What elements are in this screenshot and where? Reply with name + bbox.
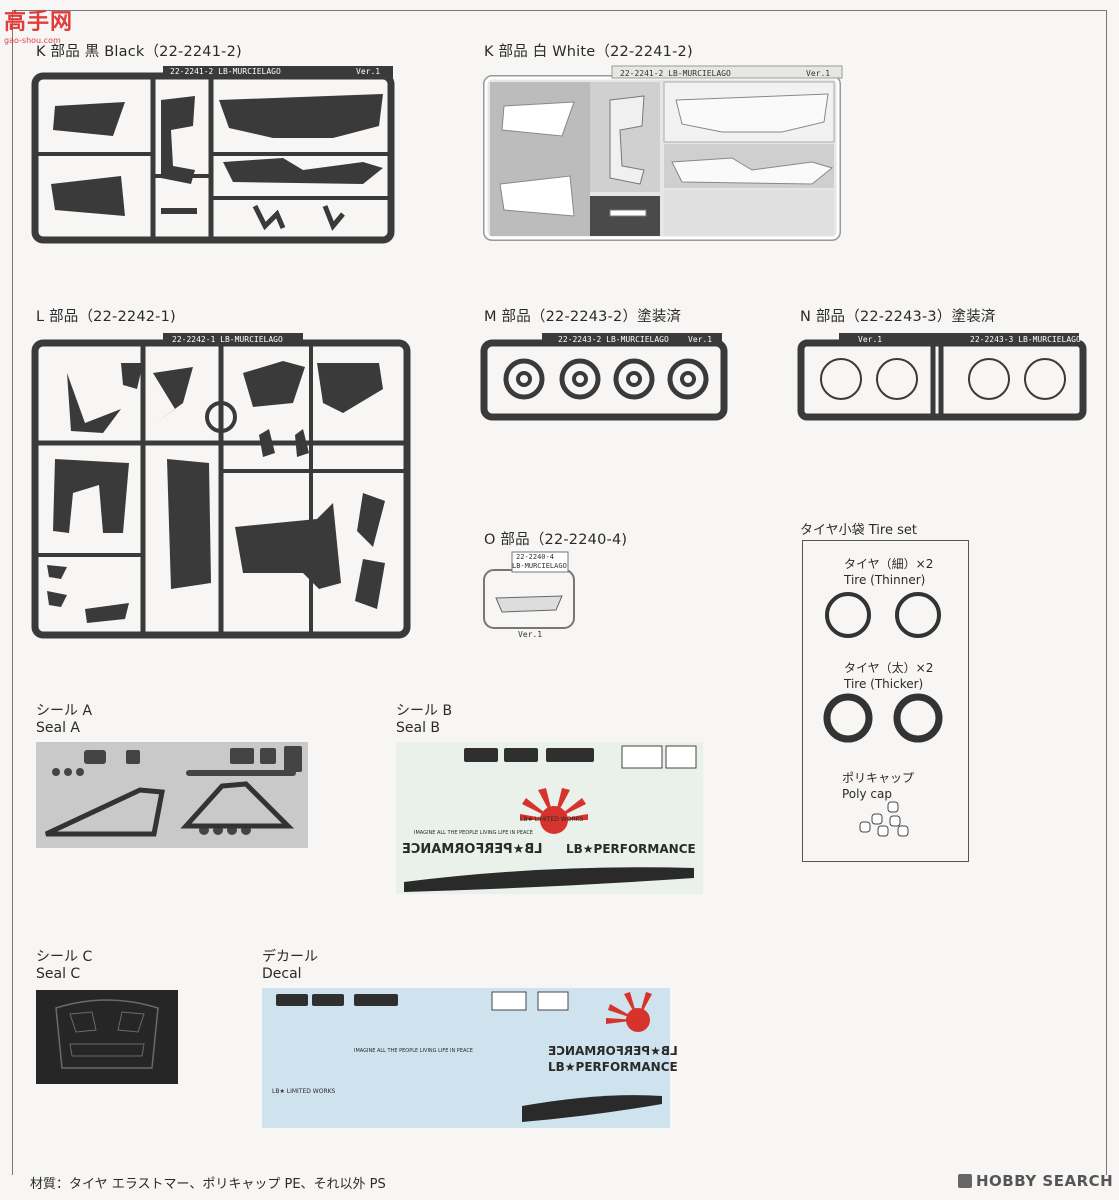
k-white-title: K 部品 白 White（22-2241-2) [484,44,693,60]
watermark-logo-text: 高手网 [4,10,74,35]
o-ver: Ver.1 [518,630,543,639]
decal-perf: LB★PERFORMANCE [548,1060,678,1074]
seal-b-perf-mirror: LB★PERFORMANCE [402,842,543,857]
decal-perf-mirror: LB★PERFORMANCE [548,1044,678,1058]
o-tag-line1: 22-2240-4 [516,553,554,561]
decal-graphics [276,991,662,1122]
m-tag: 22-2243-2 LB-MURCIELAGO [558,335,669,344]
o-tag-line2: LB-MURCIELAGO [512,562,567,570]
l-tag: 22-2242-1 LB-MURCIELAGO [172,335,283,344]
seal-b-perf: LB★PERFORMANCE [566,842,696,856]
o-sprue [483,551,575,629]
seal-b-graphics [404,745,697,892]
k-black-title: K 部品 黒 Black（22-2241-2) [36,44,242,60]
k-white-tag: 22-2241-2 LB-MURCIELAGO [620,69,731,78]
watermark-sub-text: gao-shou.com [4,36,61,45]
m-sprue [480,333,728,421]
tire-thicker-jp: タイヤ（太）×2 [844,661,934,675]
frame-left-line [12,10,13,1175]
tire-thinner-icons [825,592,941,638]
tire-set-box [802,540,969,862]
tire-thinner-en: Tire (Thinner) [844,573,926,587]
decal-jp: デカール [262,949,318,965]
n-title: N 部品（22-2243-3）塗装済 [800,309,996,325]
polycap-icon [859,801,909,837]
seal-c-en: Seal C [36,966,81,982]
seal-c-jp: シール C [36,949,93,965]
decal-sheet: LB★PERFORMANCE LB★PERFORMANCE IMAGINE AL… [262,988,678,1128]
tire-thicker-icons [823,693,943,743]
k-black-ver: Ver.1 [356,67,381,76]
seal-b-works: LB★ LIMITED WORKS [520,816,584,823]
m-title: M 部品（22-2243-2）塗装済 [484,309,682,325]
polycap-en: Poly cap [842,787,892,801]
k-white-sprue [483,65,843,241]
l-sprue [31,333,411,639]
n-tag: 22-2243-3 LB-MURCIELAGO [970,335,1081,344]
m-wheels [503,358,709,400]
decal-works: LB★ LIMITED WORKS [272,1088,336,1095]
watermark-logo: 高手网 gao-shou.com [4,4,73,45]
seal-b-slogan: IMAGINE ALL THE PEOPLE LIVING LIFE IN PE… [414,830,533,836]
m-ver: Ver.1 [688,335,713,344]
decal-en: Decal [262,966,302,982]
rising-sun-emblem [520,788,588,834]
polycap-jp: ポリキャップ [842,771,915,785]
tire-thicker-en: Tire (Thicker) [844,677,924,691]
hobby-search-text: HOBBY SEARCH [976,1172,1114,1190]
seal-a-sheet [36,742,308,848]
n-ver: Ver.1 [858,335,883,344]
decal-rising-sun [606,992,652,1032]
seal-c-sheet [36,990,178,1084]
hobby-search-logo: HOBBY SEARCH [958,1172,1113,1190]
k-black-tag: 22-2241-2 LB-MURCIELAGO [170,67,281,76]
material-note: 材質：タイヤ エラストマー、ポリキャップ PE、それ以外 PS [30,1177,386,1192]
frame-right-line [1106,10,1107,1175]
decal-slogan: IMAGINE ALL THE PEOPLE LIVING LIFE IN PE… [354,1048,473,1054]
frame-top-line [12,10,1107,11]
tire-thinner-jp: タイヤ（細）×2 [844,557,934,571]
seal-a-en: Seal A [36,720,80,736]
seal-b-sheet: LB★PERFORMANCE LB★PERFORMANCE IMAGINE AL… [396,742,703,894]
n-sprue [797,333,1087,421]
seal-a-jp: シール A [36,703,93,719]
seal-b-en: Seal B [396,720,441,736]
k-black-sprue [31,66,395,244]
l-title: L 部品（22-2242-1) [36,309,176,325]
tire-set-title: タイヤ小袋 Tire set [800,523,917,538]
hobby-search-icon [958,1174,972,1188]
seal-b-jp: シール B [396,703,453,719]
k-white-ver: Ver.1 [806,69,831,78]
o-title: O 部品（22-2240-4) [484,532,628,548]
